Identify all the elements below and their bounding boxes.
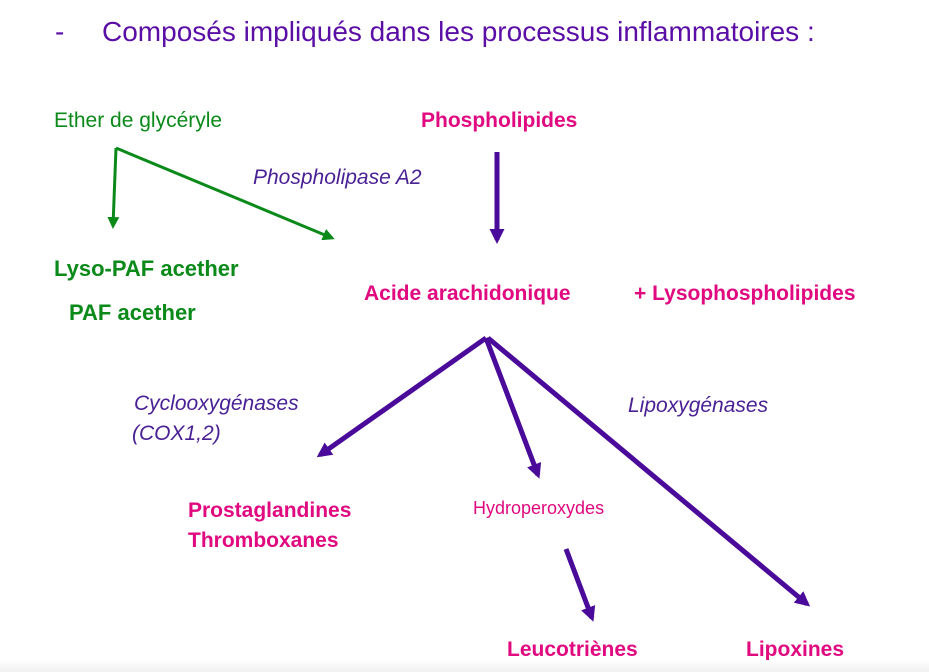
- node-ether-glyceryle: Ether de glycéryle: [54, 109, 223, 132]
- node-lipoxines: Lipoxines: [746, 638, 845, 661]
- node-phospholipides: Phospholipides: [421, 109, 578, 132]
- paf-arrows: [107, 146, 335, 241]
- node-thromboxanes: Thromboxanes: [188, 529, 339, 552]
- node-hydroperoxydes: Hydroperoxydes: [473, 498, 605, 518]
- node-acide-arachidonique: Acide arachidonique: [364, 282, 571, 305]
- arrow-hydroperoxydes-to-leucotrienes: [563, 548, 596, 622]
- node-lysophospholipides: + Lysophospholipides: [634, 282, 856, 305]
- enzyme-lipoxygenases: Lipoxygénases: [628, 394, 769, 417]
- node-lyso-paf-acether: Lyso-PAF acether: [54, 256, 239, 281]
- arrow-acide-to-hydroperoxydes: [483, 337, 542, 479]
- node-paf-acether: PAF acether: [69, 300, 196, 325]
- enzyme-cyclooxygenases: Cyclooxygénases: [134, 392, 299, 415]
- arrow-acide-to-prostaglandines: [316, 335, 488, 458]
- enzyme-phospholipase-a2: Phospholipase A2: [253, 166, 422, 189]
- bottom-edge: [0, 660, 929, 672]
- arrow-acide-to-lipoxines: [486, 336, 811, 607]
- title-bullet: -: [55, 16, 65, 47]
- arrow-ether-to-lyso-paf: [107, 147, 120, 229]
- node-prostaglandines: Prostaglandines: [188, 499, 352, 522]
- enzyme-cox: (COX1,2): [132, 422, 221, 445]
- main-arrows: [316, 152, 811, 622]
- arrow-ether-to-acide: [115, 146, 335, 241]
- node-leucotrienes: Leucotriènes: [507, 638, 638, 661]
- page-title: Composés impliqués dans les processus in…: [102, 16, 815, 47]
